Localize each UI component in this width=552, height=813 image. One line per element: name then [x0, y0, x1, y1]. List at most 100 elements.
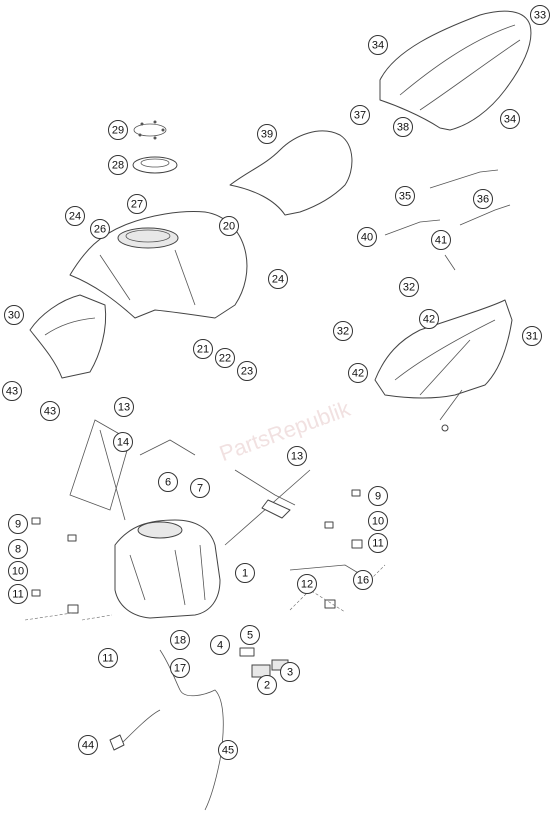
callout-label: 11 — [12, 589, 23, 601]
callout-circle — [530, 5, 550, 25]
callout-43: 43 — [40, 401, 60, 421]
callout-label: 30 — [8, 310, 20, 322]
callout-label: 37 — [354, 110, 366, 122]
callout-31: 31 — [522, 326, 542, 346]
callout-44: 44 — [78, 735, 98, 755]
callout-label: 1 — [242, 568, 248, 580]
callout-8: 8 — [8, 539, 28, 559]
callout-circle — [8, 514, 28, 534]
callout-label: 24 — [272, 274, 284, 286]
callout-label: 10 — [12, 566, 24, 578]
callout-41: 41 — [431, 230, 451, 250]
callout-circle — [2, 381, 22, 401]
callout-3: 3 — [280, 662, 300, 682]
callout-23: 23 — [237, 361, 257, 381]
hose-part — [109, 649, 224, 811]
callout-11: 11 — [98, 648, 118, 668]
callout-34: 34 — [500, 109, 520, 129]
callout-circle — [393, 117, 413, 137]
callout-label: 35 — [399, 191, 411, 203]
callout-circle — [473, 189, 493, 209]
callout-label: 3 — [287, 667, 293, 679]
callout-11: 11 — [368, 533, 388, 553]
callout-label: 13 — [291, 451, 303, 463]
callout-circle — [108, 155, 128, 175]
callout-label: 29 — [112, 125, 124, 137]
watermark-text: PartsRepublik — [216, 396, 354, 467]
callout-circle — [114, 397, 134, 417]
callout-label: 13 — [118, 402, 130, 414]
callout-22: 22 — [215, 348, 235, 368]
callout-label: 12 — [301, 579, 313, 591]
callout-circle — [170, 658, 190, 678]
callout-circle — [368, 486, 388, 506]
callout-30: 30 — [4, 305, 24, 325]
callout-circle — [4, 305, 24, 325]
callout-5: 5 — [240, 625, 260, 645]
callout-29: 29 — [108, 120, 128, 140]
callout-circle — [78, 735, 98, 755]
callout-label: 14 — [117, 437, 129, 449]
callout-9: 9 — [368, 486, 388, 506]
callout-21: 21 — [193, 339, 213, 359]
callout-20: 20 — [219, 216, 239, 236]
callout-circle — [257, 124, 277, 144]
callout-9: 9 — [8, 514, 28, 534]
callout-label: 9 — [15, 519, 21, 531]
callout-label: 10 — [372, 516, 384, 528]
callout-label: 33 — [534, 10, 546, 22]
side-panel-part — [29, 294, 107, 379]
callout-2: 2 — [257, 675, 277, 695]
callout-circle — [287, 446, 307, 466]
callout-circle — [113, 432, 133, 452]
callout-label: 42 — [423, 314, 435, 326]
callout-circle — [419, 309, 439, 329]
callout-label: 11 — [102, 653, 113, 665]
callout-circle — [235, 563, 255, 583]
callout-label: 44 — [82, 740, 94, 752]
callout-circle — [8, 561, 28, 581]
callout-label: 27 — [131, 199, 143, 211]
callout-14: 14 — [113, 432, 133, 452]
callout-circle — [98, 648, 118, 668]
callout-circle — [333, 321, 353, 341]
callout-38: 38 — [393, 117, 413, 137]
callout-label: 43 — [6, 386, 18, 398]
callout-circle — [170, 630, 190, 650]
callout-label: 22 — [219, 353, 231, 365]
callout-12: 12 — [297, 574, 317, 594]
tail-section-part — [374, 299, 513, 432]
callout-circle — [297, 574, 317, 594]
callout-circle — [218, 740, 238, 760]
callout-circle — [8, 539, 28, 559]
callout-circle — [353, 570, 373, 590]
callout-circle — [90, 219, 110, 239]
callout-label: 23 — [241, 366, 253, 378]
callout-circle — [431, 230, 451, 250]
callout-label: 24 — [69, 211, 81, 223]
callout-circle — [350, 105, 370, 125]
callout-32: 32 — [333, 321, 353, 341]
callout-label: 16 — [357, 575, 369, 587]
callout-36: 36 — [473, 189, 493, 209]
callout-16: 16 — [353, 570, 373, 590]
callout-label: 41 — [435, 235, 447, 247]
callout-label: 42 — [352, 368, 364, 380]
callout-circle — [240, 625, 260, 645]
callout-label: 32 — [403, 282, 415, 294]
callout-label: 2 — [264, 680, 270, 692]
callout-label: 20 — [223, 221, 235, 233]
callout-circle — [215, 348, 235, 368]
callout-40: 40 — [357, 227, 377, 247]
callout-11: 11 — [8, 584, 28, 604]
callout-1: 1 — [235, 563, 255, 583]
callout-circle — [127, 194, 147, 214]
callout-26: 26 — [90, 219, 110, 239]
callout-32: 32 — [399, 277, 419, 297]
callout-label: 6 — [165, 477, 171, 489]
watermark: PartsRepublik — [216, 396, 354, 467]
callout-27: 27 — [127, 194, 147, 214]
callout-17: 17 — [170, 658, 190, 678]
callout-label: 34 — [372, 40, 384, 52]
callout-39: 39 — [257, 124, 277, 144]
